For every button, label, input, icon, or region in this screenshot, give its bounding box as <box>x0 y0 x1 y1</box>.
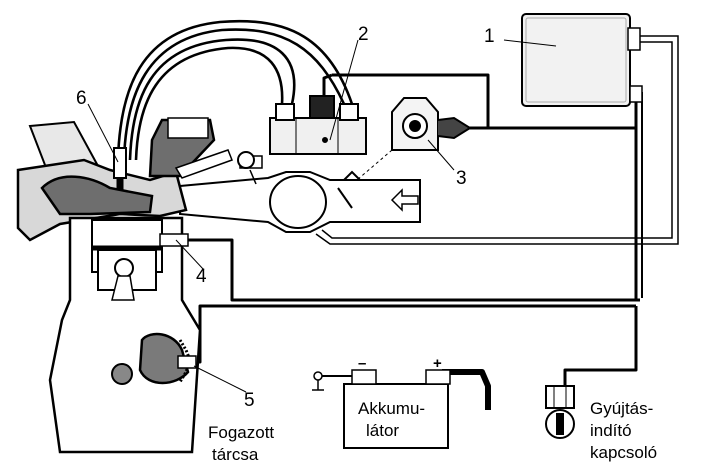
battery <box>312 369 451 449</box>
ignition-switch <box>545 385 575 439</box>
switch-label-line1: Gyújtás- <box>590 399 653 418</box>
ht-leads <box>116 19 354 161</box>
intake-manifold <box>179 151 421 233</box>
engine-block <box>16 103 247 454</box>
battery-labels: – + Akkumu- látor <box>358 355 442 440</box>
label-6: 6 <box>76 88 87 109</box>
ignition-coils <box>269 39 367 155</box>
toothed-disc-label-line2: tárcsa <box>212 445 259 464</box>
label-3: 3 <box>456 168 467 189</box>
air-tube <box>315 35 679 245</box>
control-unit <box>503 13 643 107</box>
label-2: 2 <box>358 24 369 45</box>
toothed-disc-label-line1: Fogazott <box>208 423 274 442</box>
throttle-sensor <box>349 97 472 187</box>
battery-label-line2: látor <box>366 421 399 440</box>
switch-label-line3: kapcsoló <box>590 443 657 462</box>
label-5: 5 <box>244 390 255 411</box>
battery-label-line1: Akkumu- <box>358 399 425 418</box>
switch-labels: Gyújtás- indító kapcsoló <box>590 399 657 462</box>
callout-labels: 1 2 3 4 5 6 <box>76 24 495 411</box>
label-1: 1 <box>484 26 495 47</box>
label-4: 4 <box>196 266 207 287</box>
disc-labels: Fogazott tárcsa <box>208 423 274 464</box>
battery-minus: – <box>358 355 366 372</box>
switch-label-line2: indító <box>590 421 632 440</box>
battery-plus: + <box>433 355 442 372</box>
